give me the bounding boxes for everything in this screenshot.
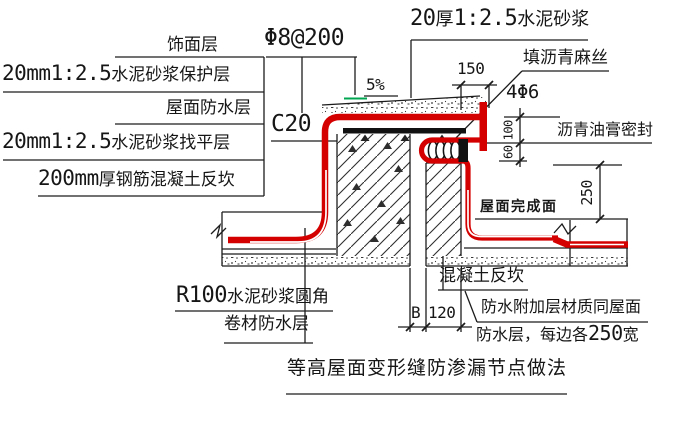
label-additional-layer-l2a: 防水层，每边各 xyxy=(476,325,589,344)
cap-mortar-stipple xyxy=(322,96,487,113)
dim-150: 150 xyxy=(457,59,485,78)
label-roof-waterproof-layer: 屋面防水层 xyxy=(166,98,251,118)
label-asphalt-hemp-fill: 填沥青麻丝 xyxy=(523,48,608,68)
label-concrete-upstand-text: 厚钢筋混凝土反坎 xyxy=(98,170,235,190)
label-membrane-waterproof-layer: 卷材防水层 xyxy=(224,314,309,334)
label-additional-layer-line1: 防水附加层材质同屋面 xyxy=(481,297,642,316)
label-c20-concrete: C20 xyxy=(271,111,312,137)
label-cement-mortar-t2: 水泥砂浆 xyxy=(517,9,590,30)
label-concrete-curb: 混凝土反坎 xyxy=(439,266,524,286)
label-4phi6-bars: 4Φ6 xyxy=(506,81,539,103)
label-roof-finished-surface: 屋面完成面 xyxy=(480,199,558,215)
label-additional-layer-l2c: 宽 xyxy=(622,325,639,344)
label-protective-layer-text: 水泥砂浆保护层 xyxy=(111,65,231,85)
label-cement-mortar-n2: 1:2.5 xyxy=(453,6,518,31)
label-leveling-layer-num: 20mm1:2.5 xyxy=(2,129,112,153)
dimension-lines xyxy=(286,80,628,395)
drawing-title: 等高屋面变形缝防渗漏节点做法 xyxy=(287,357,568,379)
label-r100-fillet-text: 水泥砂浆圆角 xyxy=(226,287,329,307)
asphalt-sealant-bar xyxy=(458,139,468,162)
dim-60: 60 xyxy=(501,145,516,160)
label-r100-fillet-num: R100 xyxy=(176,283,227,308)
left-upstand-hatch xyxy=(337,134,410,256)
label-protective-layer-num: 20mm1:2.5 xyxy=(2,61,112,85)
label-concrete-upstand-num: 200mm xyxy=(38,166,99,190)
label-concrete-upstand-200: 200mm厚钢筋混凝土反坎 xyxy=(38,167,235,190)
right-upstand-hatch xyxy=(426,163,461,256)
label-finish-layer: 饰面层 xyxy=(167,35,218,55)
foundation-stipple-bands xyxy=(222,256,628,266)
label-leveling-layer-text: 水泥砂浆找平层 xyxy=(111,133,231,153)
label-leveling-layer: 20mm1:2.5水泥砂浆找平层 xyxy=(2,130,230,153)
label-asphalt-sealant: 沥青油膏密封 xyxy=(557,120,654,139)
dim-100: 100 xyxy=(501,120,516,141)
label-rebar-mesh: Φ8@200 xyxy=(264,25,345,51)
dim-120: 120 xyxy=(428,303,456,322)
dim-B: B xyxy=(411,303,421,322)
dim-slope-5pct: 5% xyxy=(366,75,385,94)
label-additional-layer-line2: 防水层，每边各250宽 xyxy=(476,323,639,344)
label-cement-mortar-t1: 厚 xyxy=(435,9,454,30)
label-cement-mortar-20: 20厚1:2.5水泥砂浆 xyxy=(410,7,589,30)
asphalt-hemp-coil xyxy=(427,140,461,161)
label-cement-mortar-n1: 20 xyxy=(410,6,436,31)
label-protective-layer: 20mm1:2.5水泥砂浆保护层 xyxy=(2,62,230,85)
dim-250: 250 xyxy=(578,180,597,206)
label-additional-layer-l2b: 250 xyxy=(588,321,623,345)
label-r100-fillet: R100水泥砂浆圆角 xyxy=(176,284,329,307)
